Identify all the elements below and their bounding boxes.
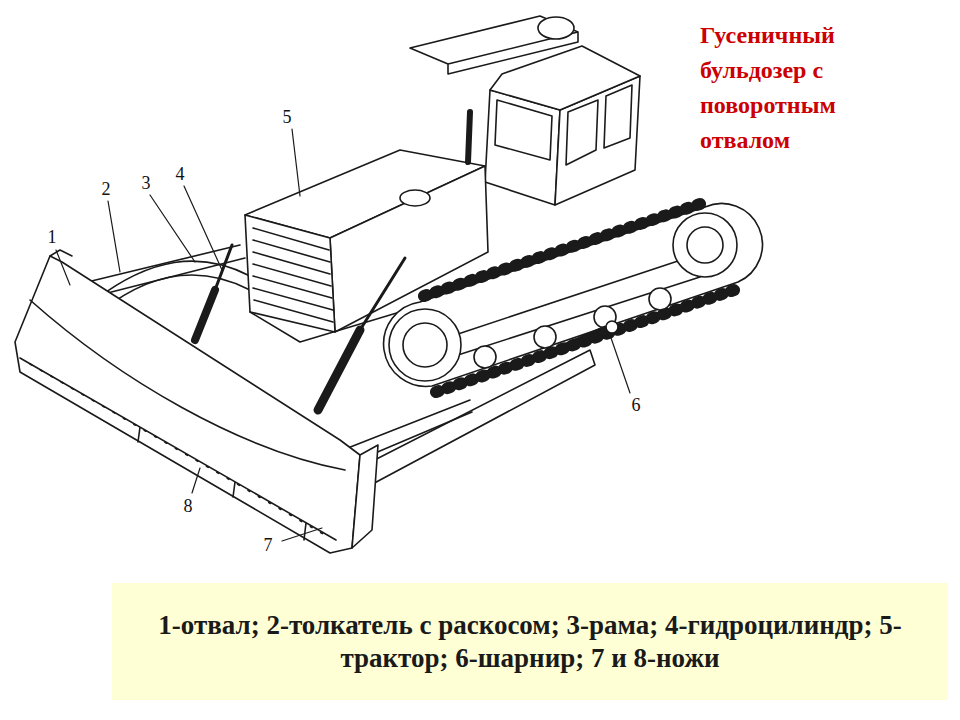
callout-number: 4 [174,164,187,184]
road-wheel [474,346,496,368]
blade-edge [30,250,345,470]
caption: 1-отвал; 2-толкатель с раскосом; 3-рама;… [150,609,910,675]
sprocket [687,227,723,263]
tank [538,17,574,39]
hinge [606,321,618,333]
road-wheel [649,288,671,310]
hydraulic-cylinder [560,330,606,350]
idler-wheel [389,309,461,381]
knife [20,358,336,540]
callout-number: 8 [182,496,195,516]
blade [352,445,378,548]
callout-number: 7 [262,535,275,555]
callout-number: 3 [140,173,153,193]
cylinder-rod [360,258,405,330]
leader-line [56,129,630,541]
blade [15,256,360,553]
idler-wheel [403,323,447,367]
grille-lines [253,228,333,322]
sprocket [673,213,737,277]
track-grousers [436,288,740,392]
cylinder-rod [460,350,560,385]
track-grousers [424,203,703,296]
cab-window [495,85,632,165]
callout-number: 1 [46,227,59,247]
push-arm [352,350,595,495]
road-wheel [534,326,556,348]
knife-bolts [30,364,330,538]
filler-cap [400,190,430,206]
track-frame [455,257,700,355]
callout-number: 5 [281,107,294,127]
exhaust-pipe [468,112,470,162]
cab [490,46,640,110]
hydraulic-cylinder [195,290,215,340]
lower-body [250,312,400,342]
title: Гусеничный бульдозер с поворотным отвало… [700,18,915,158]
grille [245,215,335,332]
cylinder-rod [215,245,232,290]
caption-band [112,583,948,700]
hydraulic-cylinder [318,330,360,410]
callout-number: 6 [630,395,643,415]
callout-number: 2 [100,179,113,199]
